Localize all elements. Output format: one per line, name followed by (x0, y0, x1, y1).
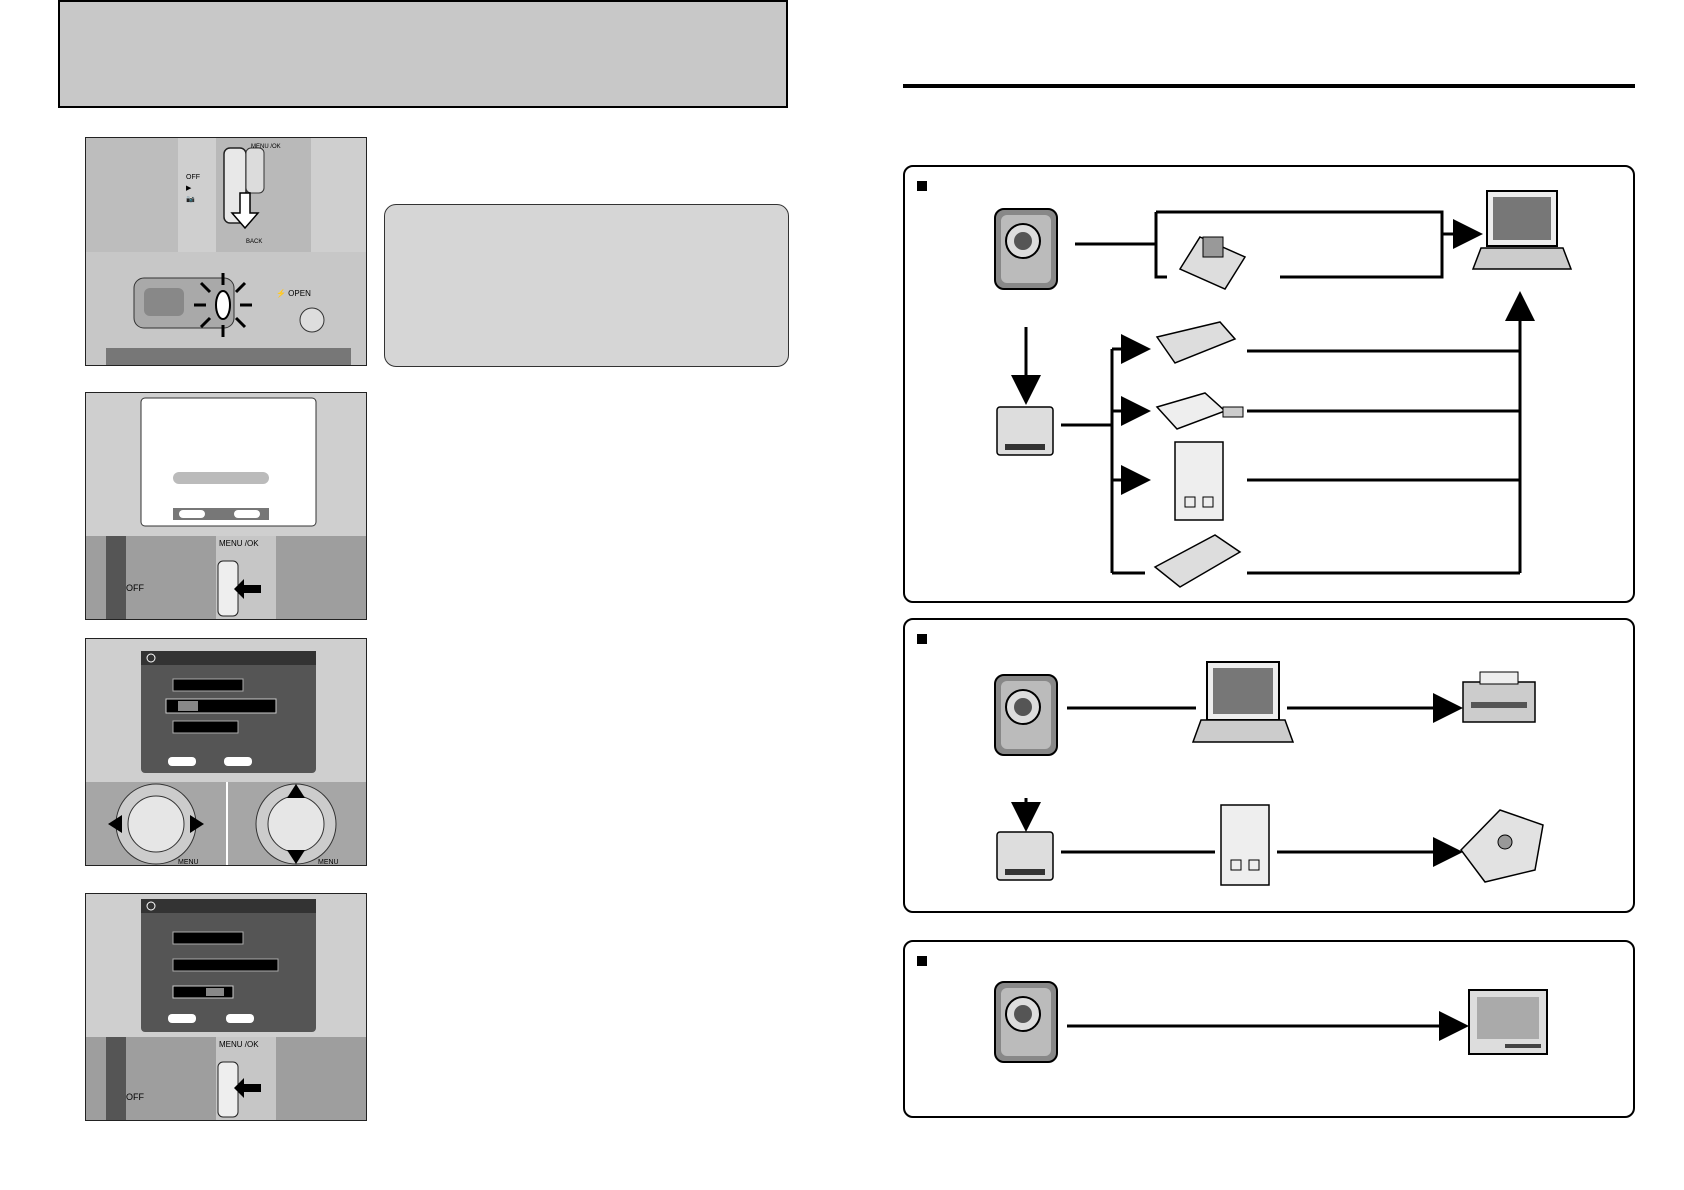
header-rule (903, 84, 1635, 88)
menu-ok-label: MENU /OK (219, 539, 259, 548)
self-timer-lamp-icon (215, 290, 231, 320)
step3-photo: MENU MENU (85, 638, 367, 866)
section-bullet-icon (917, 181, 927, 191)
up-arrow-icon (287, 784, 305, 798)
card-reader-icon (1155, 321, 1237, 364)
step4-photo: OFF MENU /OK (85, 893, 367, 1121)
printer-icon (1462, 671, 1536, 723)
section-print-connection (903, 618, 1635, 913)
menu-label-b: MENU (318, 859, 339, 866)
mode-play-label: ▶ (186, 185, 192, 192)
note-box (384, 204, 789, 367)
section-tv-connection (903, 940, 1635, 1118)
tv-icon (1468, 989, 1548, 1055)
back-label: BACK (246, 239, 262, 245)
camera-icon (994, 674, 1058, 756)
photo-printer-icon (1460, 809, 1544, 883)
pc-card-adapter-icon (1220, 804, 1270, 886)
down-arrow-icon (230, 192, 260, 230)
menu-label-a: MENU (178, 859, 199, 866)
section-bullet-icon (917, 956, 927, 966)
section-bullet-icon (917, 634, 927, 644)
cradle-icon (1178, 236, 1247, 290)
xd-card-icon (996, 406, 1054, 456)
menu-ok-label: MENU /OK (219, 1040, 259, 1049)
pc-card-adapter-icon (1174, 441, 1224, 521)
step2-photo: OFF MENU /OK (85, 392, 367, 620)
off-label: OFF (126, 583, 144, 593)
page-header-box (58, 0, 788, 108)
usb-drive-icon (1155, 392, 1244, 430)
menu-ok-label: MENU /OK (251, 144, 281, 150)
left-arrow-icon (108, 815, 122, 833)
camera-icon (994, 981, 1058, 1063)
off-label: OFF (126, 1092, 144, 1102)
flash-open-label: ⚡ OPEN (276, 288, 311, 298)
camera-icon (994, 208, 1058, 290)
down-arrow-icon (287, 850, 305, 864)
lcd-screen (140, 397, 317, 527)
laptop-icon (1471, 190, 1573, 270)
right-arrow-icon (190, 815, 204, 833)
laptop-icon (1191, 661, 1295, 743)
press-arrow-icon (234, 1078, 261, 1098)
press-arrow-icon (234, 579, 261, 599)
mode-camera-label: 📷 (186, 195, 195, 203)
xd-card-icon (996, 831, 1054, 881)
step1-photo: OFF ▶ 📷 MENU /OK BACK ⚡ OPEN (85, 137, 367, 366)
cf-adapter-icon (1153, 534, 1242, 588)
section-pc-connection (903, 165, 1635, 603)
mode-off-label: OFF (186, 174, 200, 181)
